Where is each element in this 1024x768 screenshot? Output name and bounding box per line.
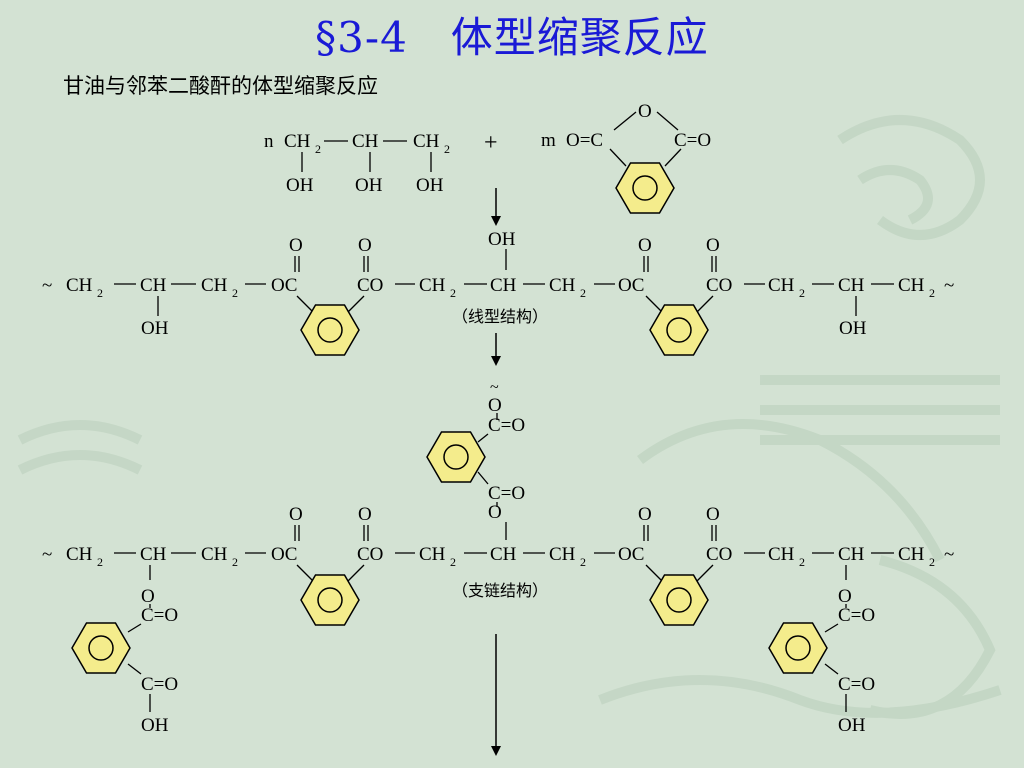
svg-text:OH: OH [141, 318, 169, 339]
svg-text:OH: OH [416, 175, 444, 196]
svg-text:2: 2 [97, 286, 103, 300]
svg-text:CH: CH [284, 131, 311, 152]
svg-text:OH: OH [839, 318, 867, 339]
svg-text:O: O [358, 235, 372, 256]
phthalic-anhydride-structure: m O=C C=O O [541, 101, 711, 214]
svg-text:OH: OH [488, 229, 516, 250]
svg-text:C=O: C=O [488, 415, 525, 436]
svg-text:CH: CH [549, 544, 576, 565]
svg-text:CH: CH [419, 275, 446, 296]
svg-text:O: O [638, 235, 652, 256]
svg-text:C=O: C=O [674, 130, 711, 151]
svg-text:OH: OH [838, 715, 866, 736]
svg-text:OC: OC [618, 544, 644, 565]
svg-text:CH: CH [140, 275, 167, 296]
svg-text:m: m [541, 130, 556, 151]
svg-text:O: O [638, 504, 652, 525]
svg-text:C=O: C=O [838, 674, 875, 695]
svg-text:2: 2 [580, 286, 586, 300]
svg-text:CH: CH [490, 544, 517, 565]
svg-text:O: O [488, 395, 502, 416]
svg-text:C=O: C=O [141, 674, 178, 695]
svg-text:2: 2 [232, 555, 238, 569]
svg-text:CH: CH [898, 275, 925, 296]
svg-text:CO: CO [357, 275, 383, 296]
svg-text:CH: CH [838, 544, 865, 565]
svg-text:2: 2 [450, 286, 456, 300]
page-title: §3-4 体型缩聚反应 [315, 13, 709, 62]
reaction-arrow [491, 188, 501, 226]
svg-text:CH: CH [201, 544, 228, 565]
svg-text:O: O [289, 235, 303, 256]
svg-text:CH: CH [140, 544, 167, 565]
svg-text:CH: CH [768, 275, 795, 296]
svg-text:O: O [706, 235, 720, 256]
svg-text:O: O [638, 101, 652, 122]
svg-text:O: O [289, 504, 303, 525]
svg-text:OH: OH [286, 175, 314, 196]
branch-connector-structure: ~ O C=O C=O O [426, 379, 525, 523]
svg-text:2: 2 [97, 555, 103, 569]
svg-text:+: + [484, 130, 498, 156]
svg-text:~: ~ [490, 379, 499, 396]
svg-text:O: O [141, 586, 155, 607]
svg-text:CH: CH [549, 275, 576, 296]
svg-text:CH: CH [66, 544, 93, 565]
svg-text:C=O: C=O [488, 483, 525, 504]
svg-text:O=C: O=C [566, 130, 603, 151]
svg-text:n: n [264, 131, 274, 152]
svg-text:CH: CH [419, 544, 446, 565]
svg-text:OC: OC [271, 544, 297, 565]
svg-text:OC: OC [618, 275, 644, 296]
branched-structure-label: （支链结构） [452, 581, 548, 600]
svg-text:OH: OH [141, 715, 169, 736]
svg-text:CO: CO [357, 544, 383, 565]
svg-text:2: 2 [929, 555, 935, 569]
reaction-arrow [491, 333, 501, 366]
svg-text:CH: CH [838, 275, 865, 296]
svg-text:OH: OH [355, 175, 383, 196]
svg-text:2: 2 [444, 142, 450, 156]
svg-text:CH: CH [201, 275, 228, 296]
svg-text:~: ~ [42, 544, 52, 565]
glycerol-structure: n CH 2 CH CH 2 OH OH OH + [264, 130, 498, 196]
svg-text:2: 2 [315, 142, 321, 156]
linear-structure-label: （线型结构） [452, 307, 548, 326]
svg-text:C=O: C=O [141, 605, 178, 626]
svg-text:CO: CO [706, 275, 732, 296]
reaction-arrow [491, 634, 501, 756]
svg-text:2: 2 [929, 286, 935, 300]
svg-text:C=O: C=O [838, 605, 875, 626]
svg-text:~: ~ [944, 544, 954, 565]
svg-text:2: 2 [580, 555, 586, 569]
svg-text:O: O [358, 504, 372, 525]
branched-polymer-structure: ~ CH 2 CH CH 2 OC O O CO CH 2 CH CH 2 OC O O… [42, 504, 954, 736]
svg-text:~: ~ [944, 275, 954, 296]
svg-text:CH: CH [352, 131, 379, 152]
svg-text:OC: OC [271, 275, 297, 296]
svg-text:O: O [706, 504, 720, 525]
svg-text:2: 2 [450, 555, 456, 569]
svg-text:CO: CO [706, 544, 732, 565]
svg-text:CH: CH [768, 544, 795, 565]
svg-text:CH: CH [490, 275, 517, 296]
svg-text:~: ~ [42, 275, 52, 296]
svg-text:CH: CH [66, 275, 93, 296]
svg-text:CH: CH [413, 131, 440, 152]
svg-text:CH: CH [898, 544, 925, 565]
svg-text:2: 2 [799, 286, 805, 300]
reaction-subtitle: 甘油与邻苯二酸酐的体型缩聚反应 [63, 74, 378, 98]
svg-text:2: 2 [232, 286, 238, 300]
svg-text:2: 2 [799, 555, 805, 569]
svg-text:O: O [488, 502, 502, 523]
svg-text:O: O [838, 586, 852, 607]
